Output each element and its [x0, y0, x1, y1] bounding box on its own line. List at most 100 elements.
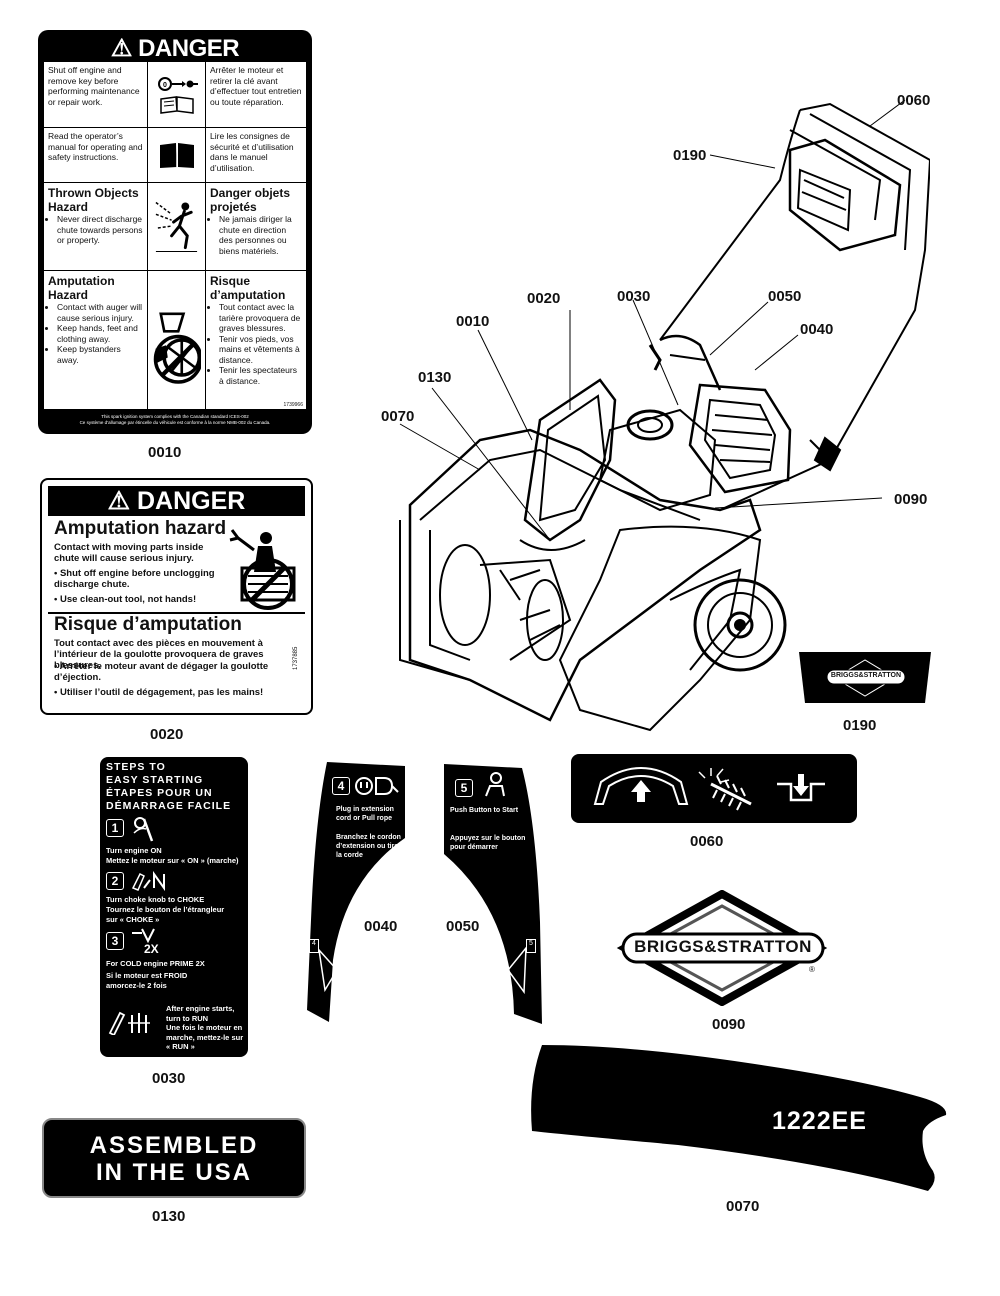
decal-0130-line2: IN THE USA — [95, 1159, 252, 1186]
callout-0090: 0090 — [894, 491, 928, 508]
decal-0050-fr: Appuyez sur le bouton pour démarrer — [450, 835, 526, 851]
decal-0020-b2-en: • Use clean-out tool, not hands! — [54, 594, 197, 605]
decal-0070-model: 1222EE — [528, 1043, 953, 1193]
part-number-0070: 0070 — [726, 1198, 760, 1215]
decal-0020-title-en: Amputation hazard — [54, 518, 227, 539]
decal-0030-s4-fr: Une fois le moteur en marche, mettez-le … — [166, 1023, 244, 1051]
decal-0030-s3-fr: Si le moteur est FROID amorcez-le 2 fois — [106, 971, 188, 990]
decal-0010-r3-fr: Danger objets projetés Ne jamais diriger… — [206, 183, 306, 271]
decal-0130-assembled: ASSEMBLED IN THE USA — [42, 1118, 306, 1198]
callout-0130: 0130 — [418, 369, 452, 386]
part-number-0130: 0130 — [152, 1208, 186, 1225]
callout-0070: 0070 — [381, 408, 415, 425]
callout-0030: 0030 — [617, 288, 651, 305]
chute-hand-icon — [228, 528, 300, 615]
decal-0040-small-badge: 4 — [309, 939, 319, 953]
decal-0030-h2: EASY STARTING — [106, 774, 204, 786]
part-number-0030: 0030 — [152, 1070, 186, 1087]
callout-0050: 0050 — [768, 288, 802, 305]
callout-0060: 0060 — [897, 92, 931, 109]
decal-0070-model-text: 1222EE — [772, 1107, 867, 1135]
decal-0010-r3-en: Thrown Objects Hazard Never direct disch… — [44, 183, 148, 271]
decal-0030-h1: STEPS TO — [106, 761, 166, 773]
callout-0020: 0020 — [527, 290, 561, 307]
decal-0030-s3-en: For COLD engine PRIME 2X — [106, 959, 205, 968]
decal-0020-intro-en: Contact with moving parts inside chute w… — [54, 542, 204, 564]
decal-0050-en: Push Button to Start — [450, 807, 519, 814]
decal-0010-r4-fr-b3: Tenir les spectateurs à distance. — [219, 365, 302, 386]
decal-0010-r3-fr-title: Danger objets projetés — [210, 186, 291, 214]
decal-0090-logo: BRIGGS&STRATTON ® — [615, 889, 830, 1007]
decal-0020-header: ⚠ DANGER — [48, 486, 305, 516]
ignition-icon — [130, 815, 160, 850]
step-1-badge: 1 — [106, 819, 124, 837]
decal-0010-r1-fr: Arrêter le moteur et retirer la clé avan… — [206, 62, 306, 128]
decal-0010-r3-fr-b1: Ne jamais diriger la chute en direction … — [219, 214, 302, 256]
auger-hand-icon — [148, 271, 206, 410]
decal-0190-brand: BRIGGS&STRATTON — [830, 672, 902, 679]
decal-0030-s1-en: Turn engine ON — [106, 846, 162, 855]
decal-0050-small-badge: 5 — [526, 939, 536, 953]
decal-0010-r3-en-title: Thrown Objects Hazard — [48, 186, 139, 214]
decal-0040-en: Plug in extension cord or Pull rope — [336, 806, 394, 822]
decal-0010-footer-en: This spark ignition system complies with… — [101, 414, 249, 419]
thrown-objects-icon — [148, 183, 206, 271]
part-number-0020: 0020 — [150, 726, 184, 743]
manual-icon — [148, 128, 206, 183]
decal-0010-header: ⚠ DANGER — [110, 35, 240, 62]
auger-spray-icon — [698, 768, 752, 811]
decal-0010-r4-en-b2: Keep hands, feet and clothing away. — [57, 323, 143, 344]
decal-0010-r2-en: Read the operator’s manual for operating… — [44, 128, 148, 183]
drop-icon — [777, 774, 825, 802]
decal-0010-r1-en: Shut off engine and remove key before pe… — [44, 62, 148, 128]
decal-0190-badge: BRIGGS&STRATTON — [795, 650, 935, 705]
decal-0130-line1: ASSEMBLED — [89, 1132, 259, 1159]
decal-0010-code: 1739966 — [283, 402, 303, 408]
key-icon: 0 — [148, 62, 206, 128]
decal-0010-r4-fr: Risque d’amputation Tout contact avec la… — [206, 271, 306, 410]
decal-0040-shape — [307, 762, 405, 1022]
decal-0010-danger: ⚠ DANGER Shut off engine and remove key … — [38, 30, 312, 434]
decal-0030-s4-en: After engine starts, turn to RUN — [166, 1004, 235, 1023]
decal-0030-starting-steps: STEPS TO EASY STARTING ÉTAPES POUR UN DÉ… — [100, 757, 248, 1057]
callout-0010: 0010 — [456, 313, 490, 330]
callout-0040: 0040 — [800, 321, 834, 338]
part-number-0090: 0090 — [712, 1016, 746, 1033]
decal-0020-intro-fr: Tout contact avec des pièces en mouvemen… — [54, 638, 264, 671]
handle-icon — [593, 766, 689, 805]
decal-0010-r3-en-b1: Never direct discharge chute towards per… — [57, 214, 143, 246]
plug-icon — [354, 774, 400, 803]
push-button-icon — [482, 772, 508, 803]
decal-0010-body: Shut off engine and remove key before pe… — [44, 62, 306, 410]
run-icon — [106, 1009, 156, 1040]
decal-0090-brand: BRIGGS&STRATTON — [634, 937, 812, 956]
primer-icon — [130, 927, 160, 948]
svg-text:0: 0 — [163, 82, 167, 89]
decal-0010-r4-fr-b1: Tout contact avec la tarière provoquera … — [219, 302, 302, 334]
decal-0020-b1-fr: • Arrêter le moteur avant de dégager la … — [54, 661, 269, 683]
decal-0020-b1-en: • Shut off engine before unclogging disc… — [54, 568, 215, 590]
decal-0060-controls — [571, 754, 857, 823]
decal-0030-s2-fr: Tournez le bouton de l’étrangleur sur « … — [106, 905, 225, 924]
decal-0030-h4: DÉMARRAGE FACILE — [106, 800, 232, 812]
decal-0090-reg: ® — [809, 965, 815, 974]
decal-0010-footer-fr: Ce système d’allumage par étincelle du v… — [79, 420, 271, 425]
choke-icon — [130, 870, 170, 897]
decal-0050-step-badge: 5 — [455, 779, 473, 797]
decal-0030-s3-mark: 2X — [144, 942, 159, 956]
part-number-0050: 0050 — [446, 918, 480, 935]
decal-0040-fr: Branchez le cordon d’extension ou tirer … — [336, 834, 401, 859]
decal-0010-r4-fr-title: Risque d’amputation — [210, 274, 286, 302]
decal-0010-footer: This spark ignition system complies with… — [46, 414, 304, 426]
step-3-badge: 3 — [106, 932, 124, 950]
decal-0020-separator — [48, 612, 305, 614]
decal-0010-r4-en-b3: Keep bystanders away. — [57, 344, 143, 365]
decal-0010-r2-fr: Lire les consignes de sécurité et d’util… — [206, 128, 306, 183]
part-number-0040: 0040 — [364, 918, 398, 935]
decal-0030-s2-en: Turn choke knob to CHOKE — [106, 895, 205, 904]
part-number-0010: 0010 — [148, 444, 182, 461]
decal-0020-b2-fr: • Utiliser l’outil de dégagement, pas le… — [54, 687, 264, 698]
decal-0010-r4-en-b1: Contact with auger will cause serious in… — [57, 302, 143, 323]
part-number-0060: 0060 — [690, 833, 724, 850]
decal-0030-s1-fr: Mettez le moteur sur « ON » (marche) — [106, 856, 239, 865]
